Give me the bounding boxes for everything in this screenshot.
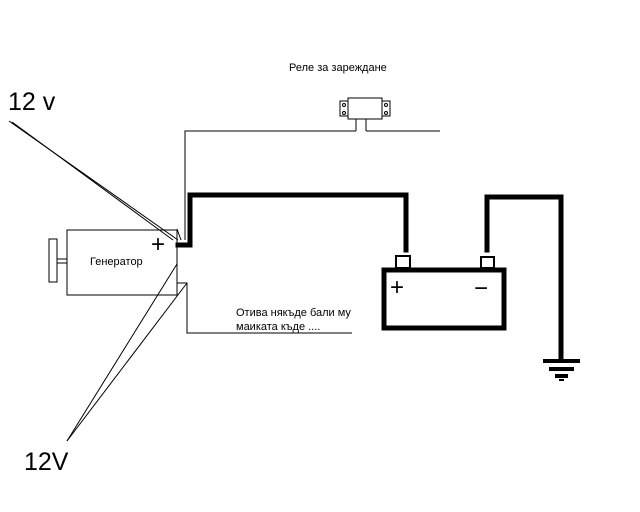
battery-negative-post	[480, 256, 495, 269]
battery-positive-symbol: +	[390, 274, 404, 301]
generator-plus-terminal: +	[151, 231, 165, 258]
charging-relay	[339, 97, 391, 131]
ground-bar-4	[559, 379, 564, 381]
pointer-12v-top-2	[11, 121, 174, 241]
ground-bar-3	[555, 374, 568, 378]
wire-generator-to-battery-positive	[175, 192, 409, 253]
ground-icon	[543, 359, 580, 381]
pointer-12v-bottom-2	[66, 282, 188, 442]
ground-bar-2	[549, 367, 574, 371]
pointer-12v-bottom-1	[66, 263, 178, 442]
wire-generator-to-relay	[184, 130, 356, 240]
note-line-2: маиката къде ....	[236, 321, 320, 333]
battery-positive-post	[395, 255, 411, 269]
voltage-label-bottom: 12V	[24, 448, 69, 476]
battery: + −	[381, 255, 507, 331]
relay-left-hole-bottom	[342, 111, 346, 115]
relay-right-mount	[381, 100, 391, 117]
generator-body	[66, 229, 178, 296]
generator-label: Генератор	[90, 256, 143, 268]
wire-battery-negative-to-ground	[484, 194, 564, 361]
ground-bar-1	[543, 359, 580, 363]
note-line-1: Отива някъде бали му	[236, 307, 351, 319]
battery-negative-symbol: −	[474, 275, 488, 302]
voltage-label-top: 12 v	[8, 88, 56, 116]
generator: Генератор +	[48, 229, 178, 296]
wire-generator-aux	[177, 282, 352, 334]
relay-right-hole-top	[384, 103, 388, 107]
generator-shaft	[56, 258, 68, 264]
relay-right-hole-bottom	[384, 111, 388, 115]
relay-left-hole-top	[342, 103, 346, 107]
battery-body	[381, 267, 507, 331]
relay-left-mount	[339, 100, 349, 117]
relay-body	[347, 97, 383, 120]
pointer-12v-top-3	[176, 228, 182, 241]
generator-pulley	[48, 238, 58, 283]
relay-label: Реле за зареждане	[289, 62, 387, 74]
